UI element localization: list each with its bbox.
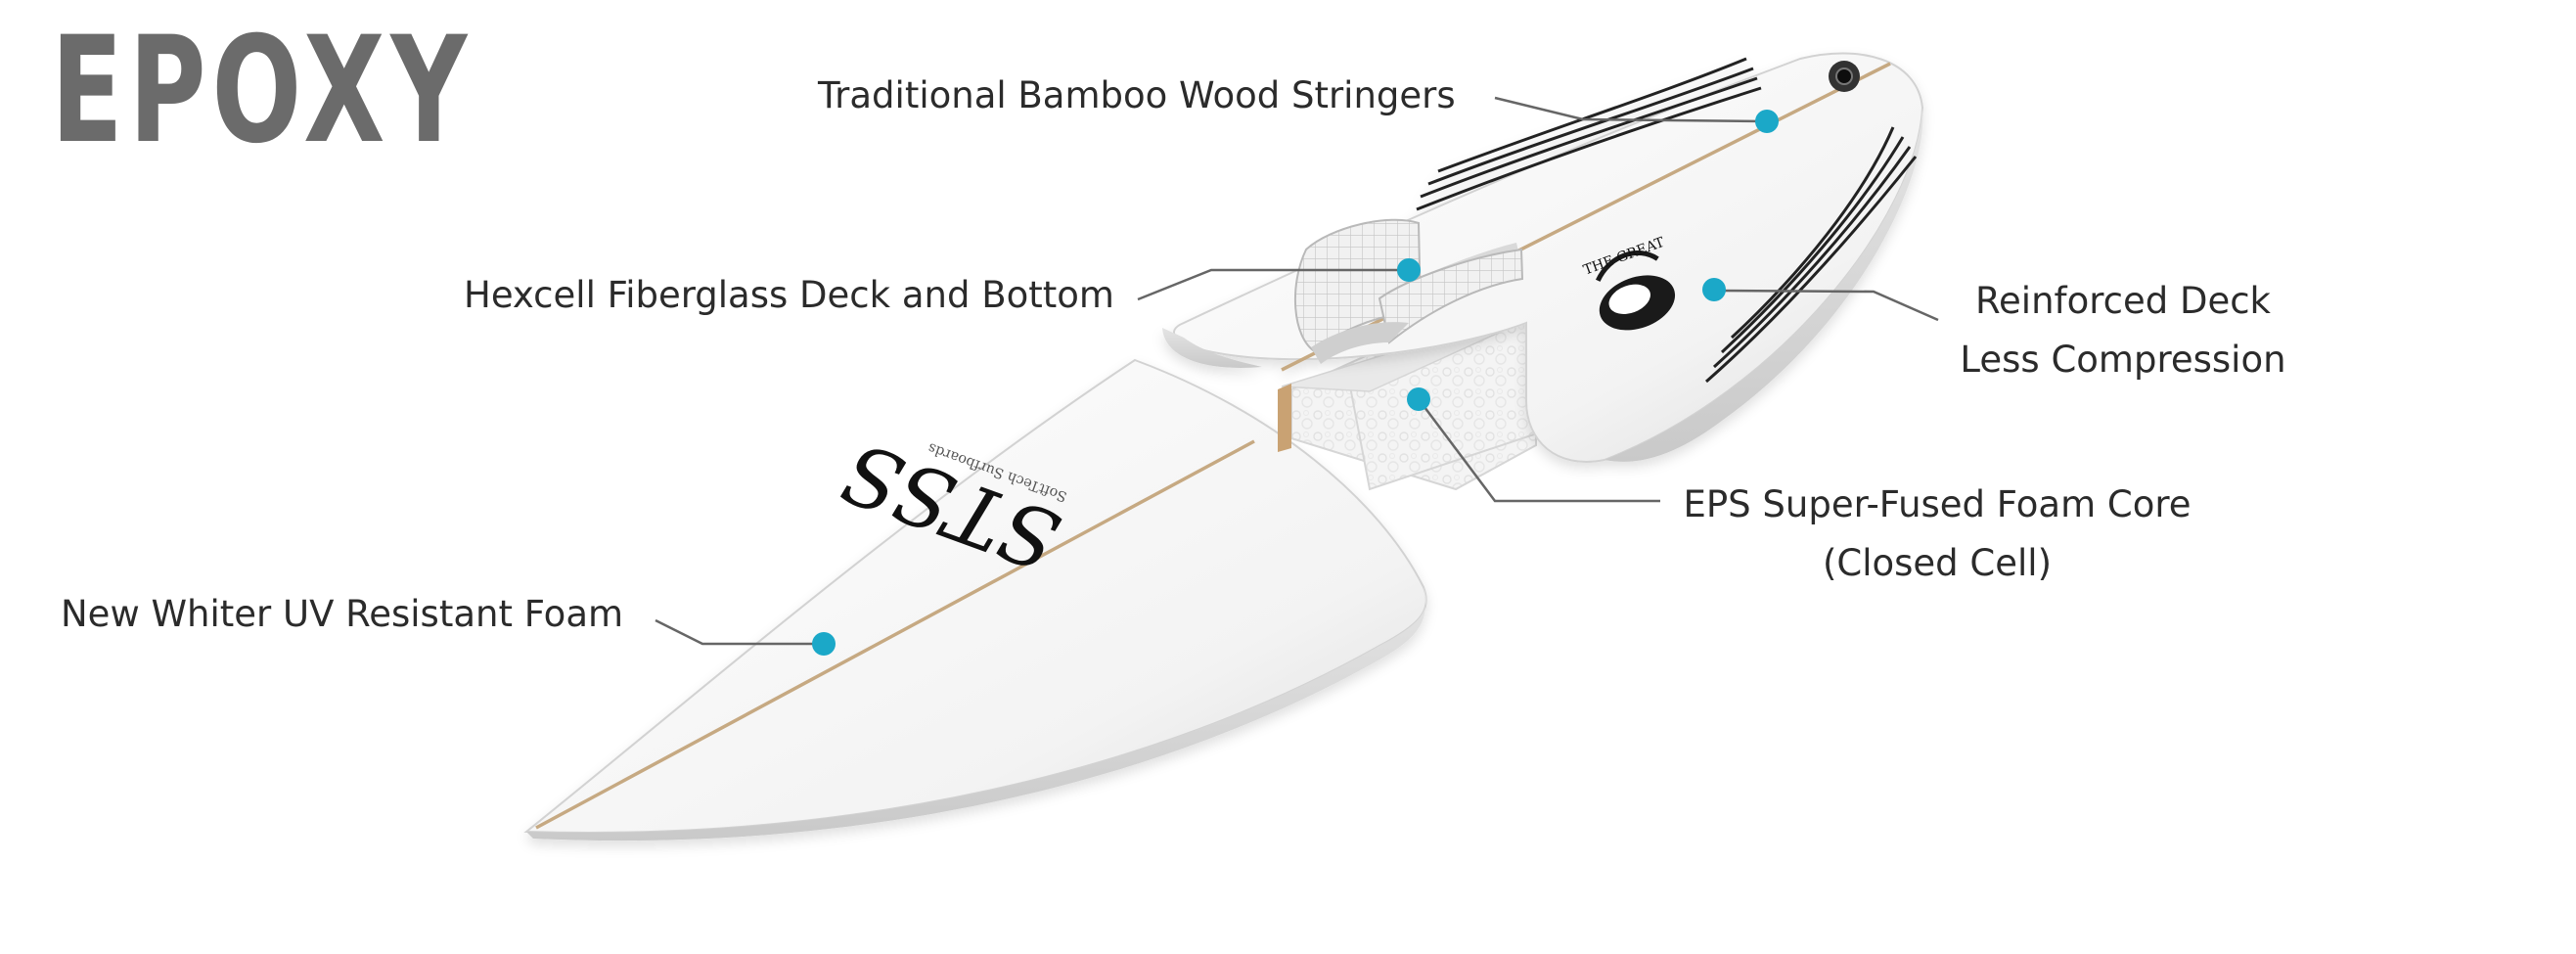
label-eps-line1: EPS Super-Fused Foam Core [1683, 483, 2192, 525]
label-stringers: Traditional Bamboo Wood Stringers [818, 74, 1456, 116]
label-eps: EPS Super-Fused Foam Core (Closed Cell) [1663, 483, 2211, 585]
leader-hexcell [1137, 268, 1409, 301]
page-title: EPOXY [51, 6, 474, 176]
leader-eps [1418, 398, 1660, 503]
leader-foam [655, 618, 824, 646]
leader-reinforced [1716, 289, 1939, 322]
label-reinforced: Reinforced Deck Less Compression [1937, 280, 2309, 382]
marker-eps [1407, 387, 1430, 411]
label-foam: New Whiter UV Resistant Foam [61, 593, 624, 635]
leader-stringers [1494, 96, 1768, 123]
marker-hexcell [1397, 258, 1421, 282]
label-reinforced-line2: Less Compression [1960, 339, 2286, 381]
nose-section [1162, 52, 1924, 463]
hexcell-fiberglass-sheets [1293, 218, 1524, 364]
label-reinforced-line1: Reinforced Deck [1975, 280, 2271, 322]
leader-lines [655, 96, 1939, 646]
label-eps-line2: (Closed Cell) [1822, 542, 2053, 584]
marker-stringers [1755, 110, 1779, 133]
callout-markers [812, 110, 1779, 656]
marker-foam [812, 632, 836, 656]
label-hexcell: Hexcell Fiberglass Deck and Bottom [464, 274, 1114, 316]
tail-section [523, 358, 1427, 841]
marker-reinforced [1702, 278, 1726, 301]
leash-plug-icon [1829, 61, 1860, 92]
